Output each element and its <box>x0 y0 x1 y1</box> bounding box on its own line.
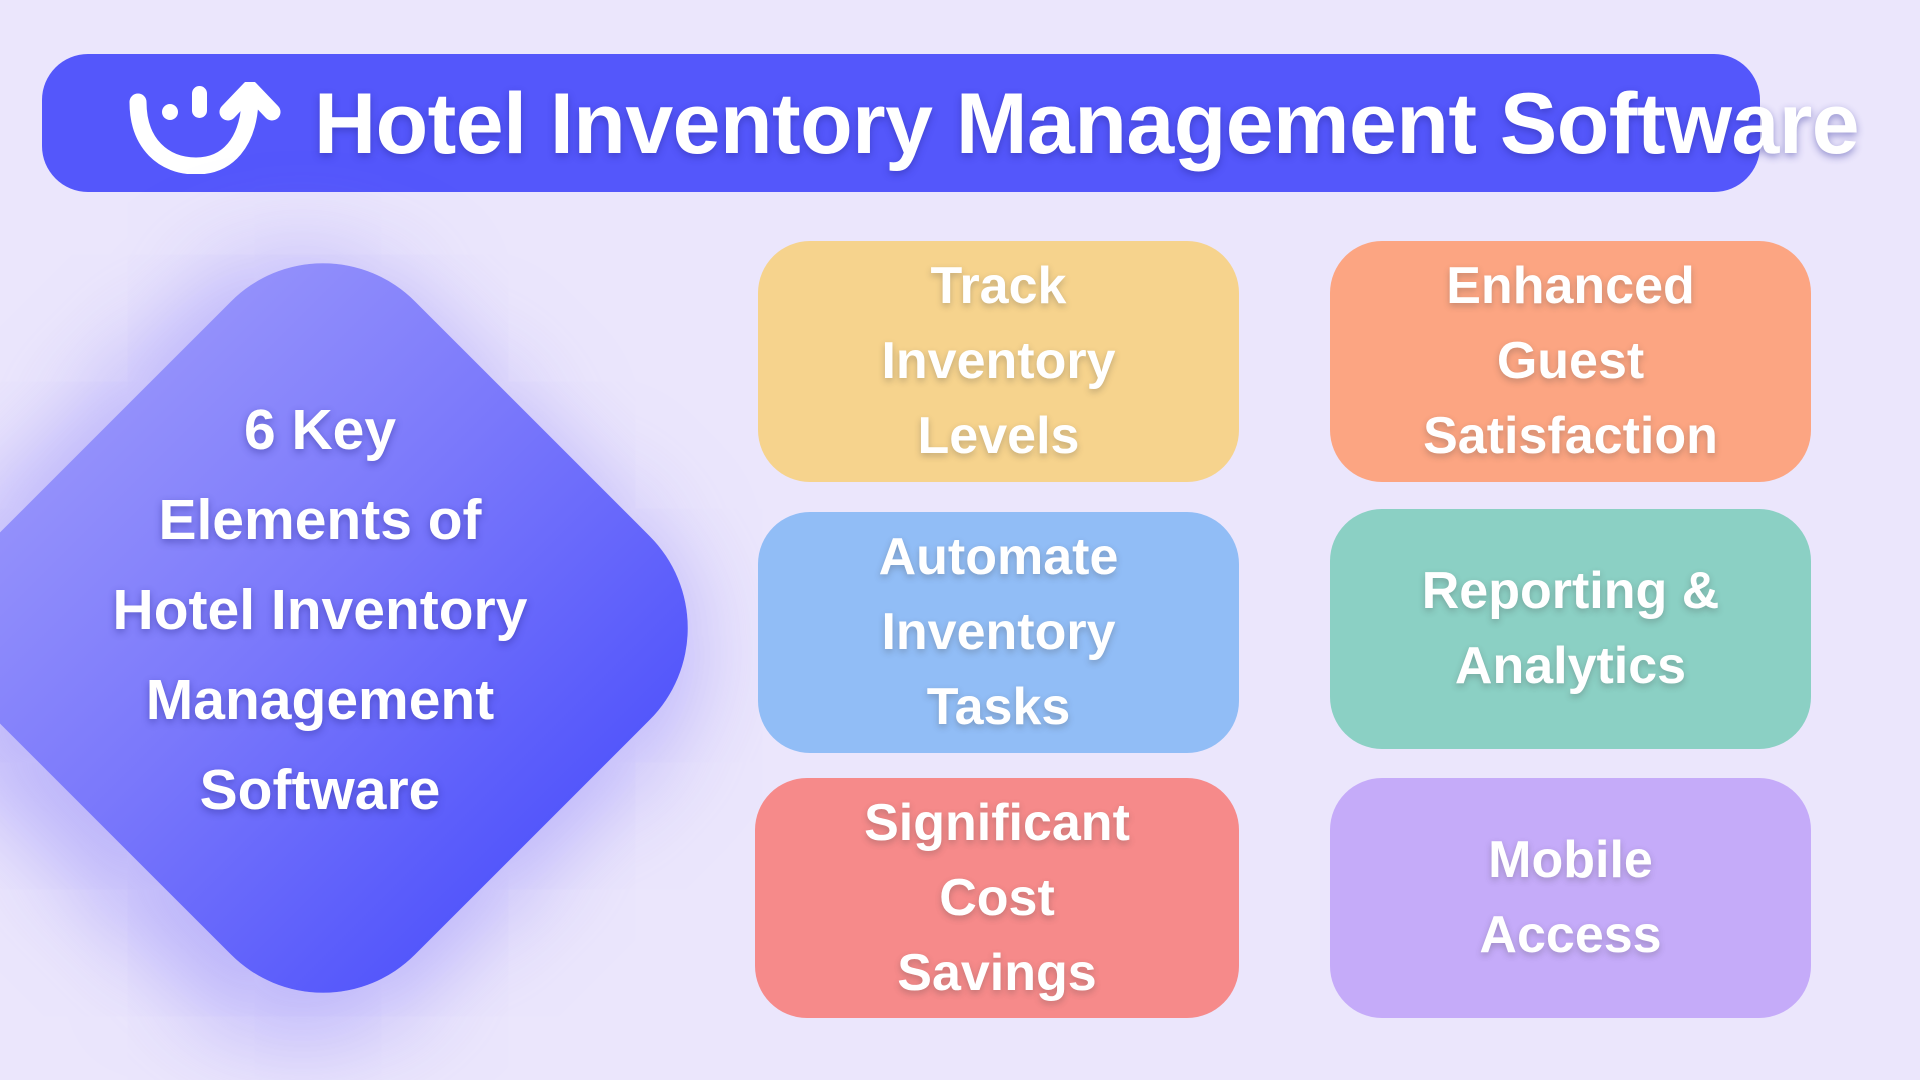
element-card-mobile-access: Mobile Access <box>1330 778 1811 1018</box>
element-card-automate-inventory-tasks: Automate Inventory Tasks <box>758 512 1239 753</box>
card-label-line: Automate <box>878 528 1119 586</box>
card-label-line: Savings <box>897 943 1097 1002</box>
element-card-significant-cost-savings: Significant Cost Savings <box>755 778 1239 1018</box>
element-card-reporting-analytics: Reporting & Analytics <box>1330 509 1811 749</box>
hero-heading-line: Hotel Inventory <box>112 578 528 642</box>
card-label-line: Mobile <box>1488 831 1653 889</box>
card-label-line: Reporting & <box>1421 562 1720 620</box>
card-label-line: Inventory <box>881 332 1116 390</box>
smile-arrow-logo-icon <box>129 82 281 174</box>
hero-heading-line: Management <box>145 668 495 732</box>
hero-heading-line: Elements of <box>158 488 482 552</box>
card-label-line: Analytics <box>1454 637 1687 695</box>
element-card-enhanced-guest-satisfaction: Enhanced Guest Satisfaction <box>1330 241 1811 482</box>
title-banner <box>42 54 1760 192</box>
element-card-label: Track Inventory Levels <box>758 249 1239 474</box>
card-label-line: Access <box>1479 906 1662 964</box>
card-label-line: Track <box>930 257 1067 315</box>
card-label-line: Inventory <box>881 603 1116 661</box>
element-card-label: Mobile Access <box>1330 823 1811 973</box>
card-label-line: Cost <box>939 868 1055 927</box>
hero-heading: 6 Key Elements of Hotel Inventory Manage… <box>40 385 600 835</box>
hero-heading-line: Software <box>199 758 441 822</box>
element-card-label: Enhanced Guest Satisfaction <box>1330 249 1811 474</box>
element-card-label: Automate Inventory Tasks <box>758 520 1239 745</box>
hero-heading-line: 6 Key <box>243 398 397 462</box>
card-label-line: Significant <box>864 793 1130 852</box>
page-title: Hotel Inventory Management Software <box>314 76 1860 172</box>
card-label-line: Guest <box>1496 332 1645 390</box>
element-card-label: Significant Cost Savings <box>755 786 1239 1011</box>
element-card-track-inventory-levels: Track Inventory Levels <box>758 241 1239 482</box>
card-label-line: Tasks <box>926 678 1071 736</box>
card-label-line: Satisfaction <box>1423 407 1718 465</box>
element-card-label: Reporting & Analytics <box>1330 554 1811 704</box>
card-label-line: Levels <box>917 407 1080 465</box>
card-label-line: Enhanced <box>1446 257 1695 315</box>
